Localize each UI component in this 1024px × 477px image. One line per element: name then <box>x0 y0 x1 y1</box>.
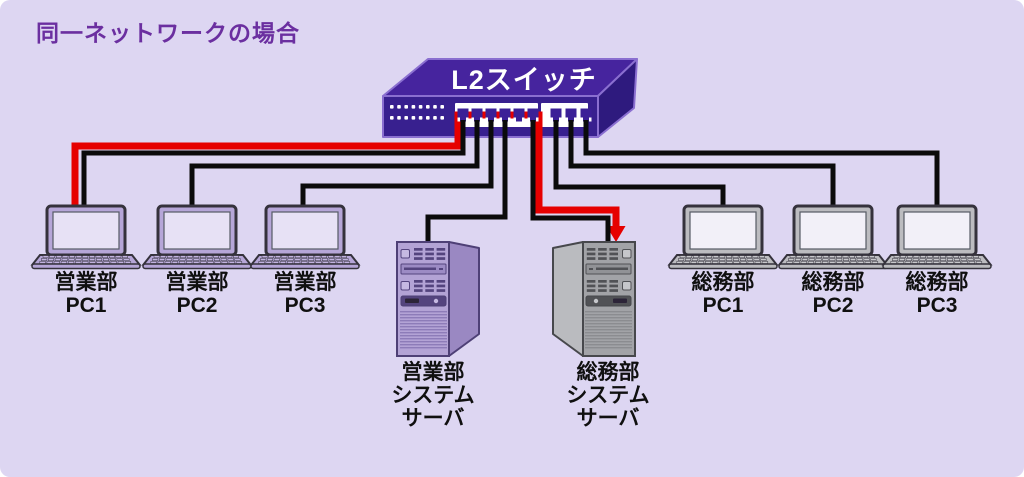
switch-ports <box>457 108 592 122</box>
laptop-icon <box>881 204 993 270</box>
led-dot <box>411 105 416 109</box>
led-dot <box>390 105 394 109</box>
led-dot <box>404 116 408 120</box>
laptop-icon <box>777 204 889 270</box>
cable-eigyo-pc1 <box>81 120 466 206</box>
device-eigyo-pc1 <box>30 204 142 275</box>
cable-somu-pc1 <box>553 120 726 206</box>
laptop-icon <box>667 204 779 270</box>
led-dot <box>440 105 444 109</box>
device-eigyo-pc3 <box>249 204 361 275</box>
rj45-port-icon <box>580 108 592 122</box>
cable-somu-pc3 <box>583 120 940 206</box>
rj45-port-icon <box>499 108 511 122</box>
cable-eigyo-server <box>425 120 508 244</box>
rj45-port-icon <box>485 108 497 122</box>
device-somu-pc2 <box>777 204 889 275</box>
led-dot <box>433 116 437 120</box>
led-dot <box>440 116 444 120</box>
rj45-port-icon <box>565 108 577 122</box>
led-dot <box>397 105 401 109</box>
device-eigyo-pc2 <box>141 204 253 275</box>
switch-led-dots <box>390 105 444 120</box>
rj45-port-icon <box>513 108 525 122</box>
led-dot <box>418 116 423 120</box>
flow-arrowhead-icon <box>606 226 626 242</box>
cable-eigyo-pc3 <box>300 120 494 206</box>
laptop-icon <box>141 204 253 270</box>
cable-somu-server <box>530 120 611 244</box>
led-dot <box>404 105 408 109</box>
device-somu-server <box>548 240 640 367</box>
rj45-port-icon <box>457 108 469 122</box>
led-dot <box>426 116 430 120</box>
label-somu-server: 総務部システムサーバ <box>566 361 650 430</box>
led-dot <box>397 116 401 120</box>
cable-somu-pc2 <box>568 120 836 206</box>
device-somu-pc3 <box>881 204 993 275</box>
device-somu-pc1 <box>667 204 779 275</box>
laptop-icon <box>30 204 142 270</box>
led-dot <box>426 105 430 109</box>
highlighted-traffic-path <box>71 111 620 228</box>
led-dot <box>390 116 394 120</box>
laptop-icon <box>249 204 361 270</box>
l2-switch-label: L2スイッチ <box>451 65 597 95</box>
server-icon <box>552 241 636 357</box>
rj45-port-icon <box>527 108 539 122</box>
network-cables <box>81 120 940 244</box>
led-dot <box>411 116 416 120</box>
rj45-port-icon <box>471 108 483 122</box>
led-dot <box>433 105 437 109</box>
cable-eigyo-pc2 <box>189 120 480 206</box>
rj45-port-icon <box>550 108 562 122</box>
page-title: 同一ネットワークの場合 <box>36 20 300 46</box>
label-eigyo-server: 営業部システムサーバ <box>391 361 475 430</box>
server-icon <box>396 241 480 357</box>
led-dot <box>418 105 423 109</box>
device-eigyo-server <box>392 240 484 367</box>
